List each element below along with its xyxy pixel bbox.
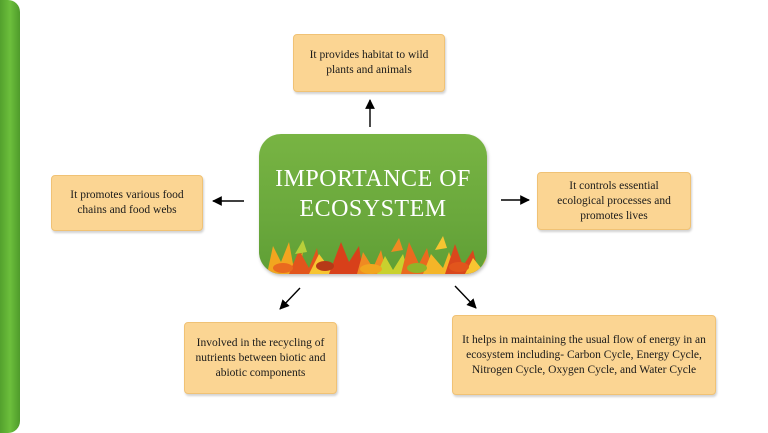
box-ecological-processes-text: It controls essential ecological process…	[557, 179, 671, 222]
box-energy-flow: It helps in maintaining the usual flow o…	[452, 315, 716, 395]
center-title-line1: IMPORTANCE OF	[275, 166, 471, 192]
arrow-down-left	[279, 287, 301, 310]
arrow-down-right	[454, 285, 477, 309]
side-bar-decoration	[0, 0, 20, 433]
box-nutrient-recycling: Involved in the recycling of nutrients b…	[184, 322, 337, 394]
box-energy-flow-text: It helps in maintaining the usual flow o…	[462, 333, 706, 376]
box-habitat-text: It provides habitat to wild plants and a…	[309, 49, 429, 76]
center-node: IMPORTANCE OF ECOSYSTEM	[259, 134, 487, 274]
box-nutrient-recycling-text: Involved in the recycling of nutrients b…	[195, 336, 326, 379]
box-habitat: It provides habitat to wild plants and a…	[293, 34, 445, 92]
center-title-line2: ECOSYSTEM	[299, 196, 447, 222]
center-title: IMPORTANCE OF ECOSYSTEM	[259, 164, 487, 224]
box-ecological-processes: It controls essential ecological process…	[537, 172, 691, 230]
autumn-leaves-decoration	[267, 236, 487, 274]
box-food-chains-text: It promotes various food chains and food…	[70, 189, 184, 216]
box-food-chains: It promotes various food chains and food…	[51, 175, 203, 231]
